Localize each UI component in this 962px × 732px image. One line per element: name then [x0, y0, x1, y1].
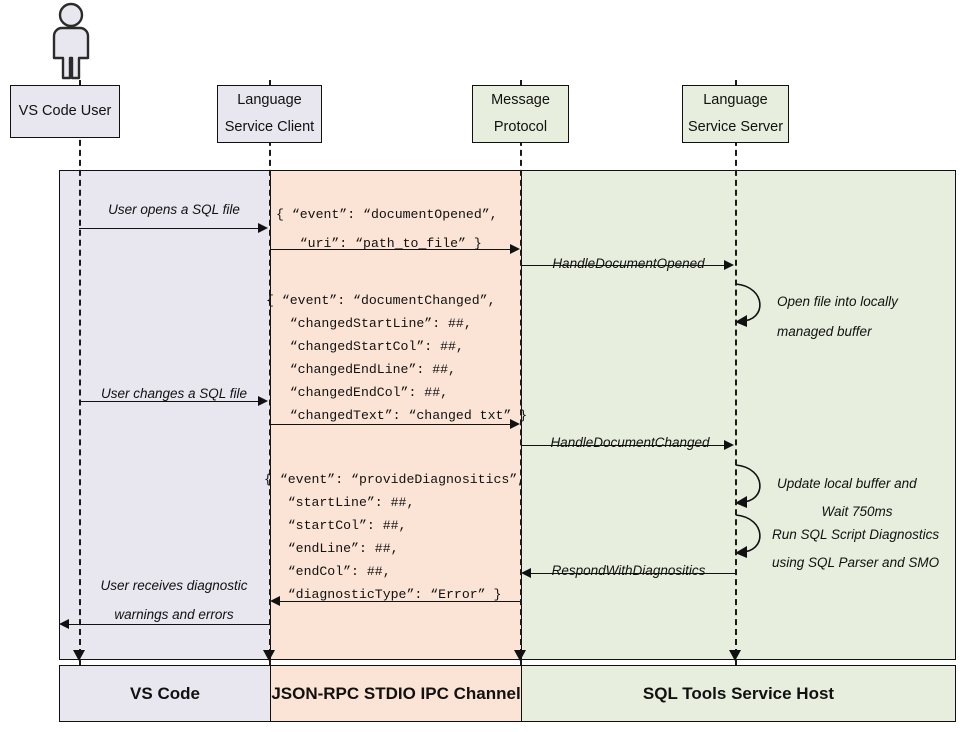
arrowhead-document-opened-to-protocol	[510, 244, 520, 254]
json-provide-diagnostics-line4: “endLine”: ##,	[264, 541, 399, 556]
footer-ipc-channel-label: JSON-RPC STDIO IPC Channel	[271, 683, 521, 703]
arrow-user-opens	[79, 228, 259, 229]
message-label-handle-document-changed: HandleDocumentChanged	[550, 435, 710, 450]
lifeline-header-server-line2: Service Server	[687, 119, 784, 135]
json-provide-diagnostics-line3: “startCol”: ##,	[264, 518, 407, 533]
footer-sql-tools-service-host-label: SQL Tools Service Host	[642, 683, 835, 703]
arrowhead-handle-document-opened	[724, 260, 734, 270]
arrowhead-terminator-client	[263, 650, 275, 661]
footer-sql-tools-service-host[interactable]: SQL Tools Service Host	[521, 665, 956, 722]
self-call-open-buffer-line2: managed buffer	[777, 324, 872, 339]
self-call-run-diagnostics-line1: Run SQL Script Diagnostics	[772, 527, 940, 542]
footer-ipc-channel[interactable]: JSON-RPC STDIO IPC Channel	[270, 665, 522, 722]
self-call-update-wait-loop	[735, 462, 775, 513]
lifeline-header-user[interactable]: VS Code User	[10, 85, 120, 138]
lifeline-header-client[interactable]: Language Service Client	[217, 85, 322, 143]
arrow-handle-document-changed	[521, 445, 725, 446]
json-provide-diagnostics-line5: “endCol”: ##,	[264, 564, 391, 579]
json-document-opened-line2: “uri”: “path_to_file” }	[276, 236, 482, 251]
lifeline-server	[735, 80, 737, 665]
arrow-document-opened-to-protocol	[270, 249, 510, 250]
self-call-open-buffer-loop	[735, 281, 775, 332]
message-label-respond-with-diagnostics: RespondWithDiagnositics	[551, 563, 706, 578]
band-sql-tools-service-host	[521, 170, 956, 660]
arrowhead-terminator-user	[73, 650, 85, 661]
arrowhead-respond-with-diagnostics	[521, 568, 531, 578]
message-label-user-receives-line2: warnings and errors	[114, 607, 234, 622]
lifeline-header-client-line1: Language	[237, 92, 302, 109]
message-label-handle-document-opened: HandleDocumentOpened	[552, 256, 705, 271]
self-call-update-wait-line2: Wait 750ms	[821, 504, 893, 519]
json-provide-diagnostics-line2: “startLine”: ##,	[264, 495, 415, 510]
json-document-changed-line1: { “event”: “documentChanged”,	[266, 293, 496, 308]
lifeline-header-server-line1: Language	[703, 92, 768, 109]
json-document-changed-line3: “changedStartCol”: ##,	[266, 339, 464, 354]
arrow-handle-document-opened	[521, 265, 725, 266]
message-label-user-changes: User changes a SQL file	[100, 386, 248, 401]
json-document-changed-line6: “changedText”: “changed txt” }	[266, 408, 528, 423]
footer-vscode-label: VS Code	[130, 683, 200, 703]
lifeline-user	[79, 80, 81, 665]
lifeline-header-user-line1: VS Code User	[18, 103, 112, 120]
arrowhead-user-receives	[59, 619, 69, 629]
arrow-diagnostics-to-client	[280, 601, 520, 602]
json-provide-diagnostics-line6: “diagnosticType”: “Error” }	[264, 587, 502, 602]
arrow-respond-with-diagnostics	[531, 573, 735, 574]
lifeline-header-protocol-line2: Protocol	[493, 119, 548, 135]
message-label-user-receives-line1: User receives diagnostic	[100, 578, 248, 593]
self-call-open-buffer-line1: Open file into locally	[777, 294, 898, 309]
arrowhead-user-opens	[258, 223, 268, 233]
self-call-run-diagnostics-loop	[735, 512, 775, 563]
json-document-changed-line4: “changedEndLine”: ##,	[266, 362, 456, 377]
json-provide-diagnostics-line1: { “event”: “provideDiagnositics”,	[264, 472, 526, 487]
message-label-user-opens: User opens a SQL file	[108, 202, 240, 217]
lifeline-header-protocol[interactable]: Message Protocol	[472, 85, 569, 143]
arrowhead-document-changed-to-protocol	[510, 419, 520, 429]
arrowhead-terminator-protocol	[514, 650, 526, 661]
band-ipc-channel	[270, 170, 522, 660]
lifeline-header-protocol-line1: Message	[491, 92, 550, 109]
json-document-changed-line5: “changedEndCol”: ##,	[266, 385, 449, 400]
band-vscode	[59, 170, 271, 660]
arrowhead-user-changes	[258, 396, 268, 406]
lifeline-header-server[interactable]: Language Service Server	[682, 85, 789, 143]
arrowhead-diagnostics-to-client	[270, 596, 280, 606]
json-document-opened-line1: { “event”: “documentOpened”,	[276, 207, 498, 222]
lifeline-protocol	[520, 80, 522, 665]
self-call-run-diagnostics-line2: using SQL Parser and SMO	[772, 555, 940, 570]
lifeline-client	[269, 80, 271, 665]
self-call-update-wait-line1: Update local buffer and	[777, 476, 917, 491]
arrowhead-handle-document-changed	[724, 440, 734, 450]
lifeline-header-client-line2: Service Client	[224, 119, 315, 135]
arrowhead-terminator-server	[729, 650, 741, 661]
arrow-document-changed-to-protocol	[270, 424, 510, 425]
arrow-user-receives	[69, 624, 269, 625]
footer-vscode[interactable]: VS Code	[59, 665, 271, 722]
vs-code-user-actor-icon	[36, 2, 106, 85]
arrow-user-changes	[79, 401, 259, 402]
json-document-changed-line2: “changedStartLine”: ##,	[266, 316, 472, 331]
